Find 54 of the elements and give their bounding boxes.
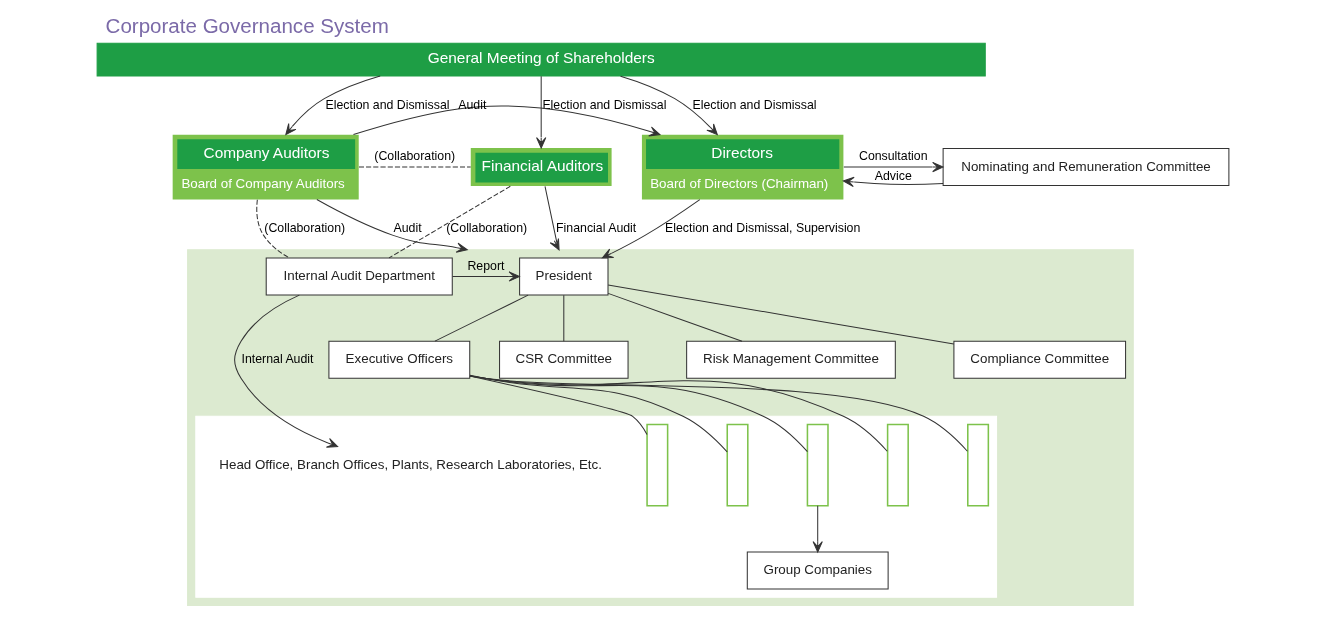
diagram-title: Corporate Governance System [105, 13, 389, 37]
node-box: Financial Auditors [470, 148, 612, 187]
arrow [452, 271, 520, 282]
edge-label: Election and Dismissal [542, 97, 667, 112]
node-box: Internal Audit Department [265, 257, 453, 296]
connector [607, 284, 955, 345]
edge-label: Audit [393, 220, 422, 235]
node-box: Compliance Committee [953, 340, 1127, 379]
node-bar [886, 423, 909, 507]
arrow [843, 161, 944, 173]
connector [469, 375, 808, 453]
connector [256, 199, 290, 259]
node-box: Group Companies [746, 551, 889, 590]
arrow [544, 185, 560, 251]
node-box: Nominating and Remuneration Committee [942, 148, 1230, 187]
edge-label: Election and Dismissal, Supervision [665, 220, 861, 235]
arrow [536, 75, 547, 149]
node-box: Directors Board of Directors (Chairman) [641, 134, 844, 200]
arrow [620, 75, 718, 136]
arrow [812, 505, 823, 553]
node-box: CSR Committee [499, 340, 629, 379]
arrow [234, 294, 339, 448]
edge-label: (Collaboration) [374, 149, 456, 164]
edge-label: Report [467, 258, 505, 273]
edge-label: Advice [874, 168, 912, 183]
connector [607, 292, 743, 342]
edge-label: Election and Dismissal [325, 97, 450, 112]
node-box: Executive Officers [328, 340, 471, 379]
node-bar [806, 423, 829, 507]
arrow [601, 199, 701, 259]
arrow [842, 176, 944, 187]
connector [563, 294, 565, 342]
edge-label: Election and Dismissal [692, 97, 817, 112]
arrow [285, 75, 381, 136]
node-bar [967, 423, 990, 507]
node-bar [726, 423, 749, 507]
node-box: General Meeting of Shareholders [96, 42, 986, 77]
edge-label: Financial Audit [556, 220, 637, 235]
edge-label: Audit [458, 97, 487, 112]
cluster [195, 415, 998, 598]
node-bar [646, 423, 669, 507]
connector [388, 185, 511, 259]
edge-label: (Collaboration) [264, 220, 346, 235]
arrow [352, 105, 661, 137]
node-box: Risk Management Committee [686, 340, 896, 379]
connector [434, 294, 529, 342]
edge-label: (Collaboration) [446, 220, 528, 235]
node-box: President [519, 257, 609, 296]
connector [469, 375, 968, 452]
node-text: Head Office, Branch Offices, Plants, Research Laboratories, Etc. [219, 456, 602, 472]
connector [469, 375, 888, 452]
edge-label: Consultation [858, 149, 928, 164]
arrow [316, 199, 468, 253]
edge-label: Internal Audit [241, 351, 314, 366]
